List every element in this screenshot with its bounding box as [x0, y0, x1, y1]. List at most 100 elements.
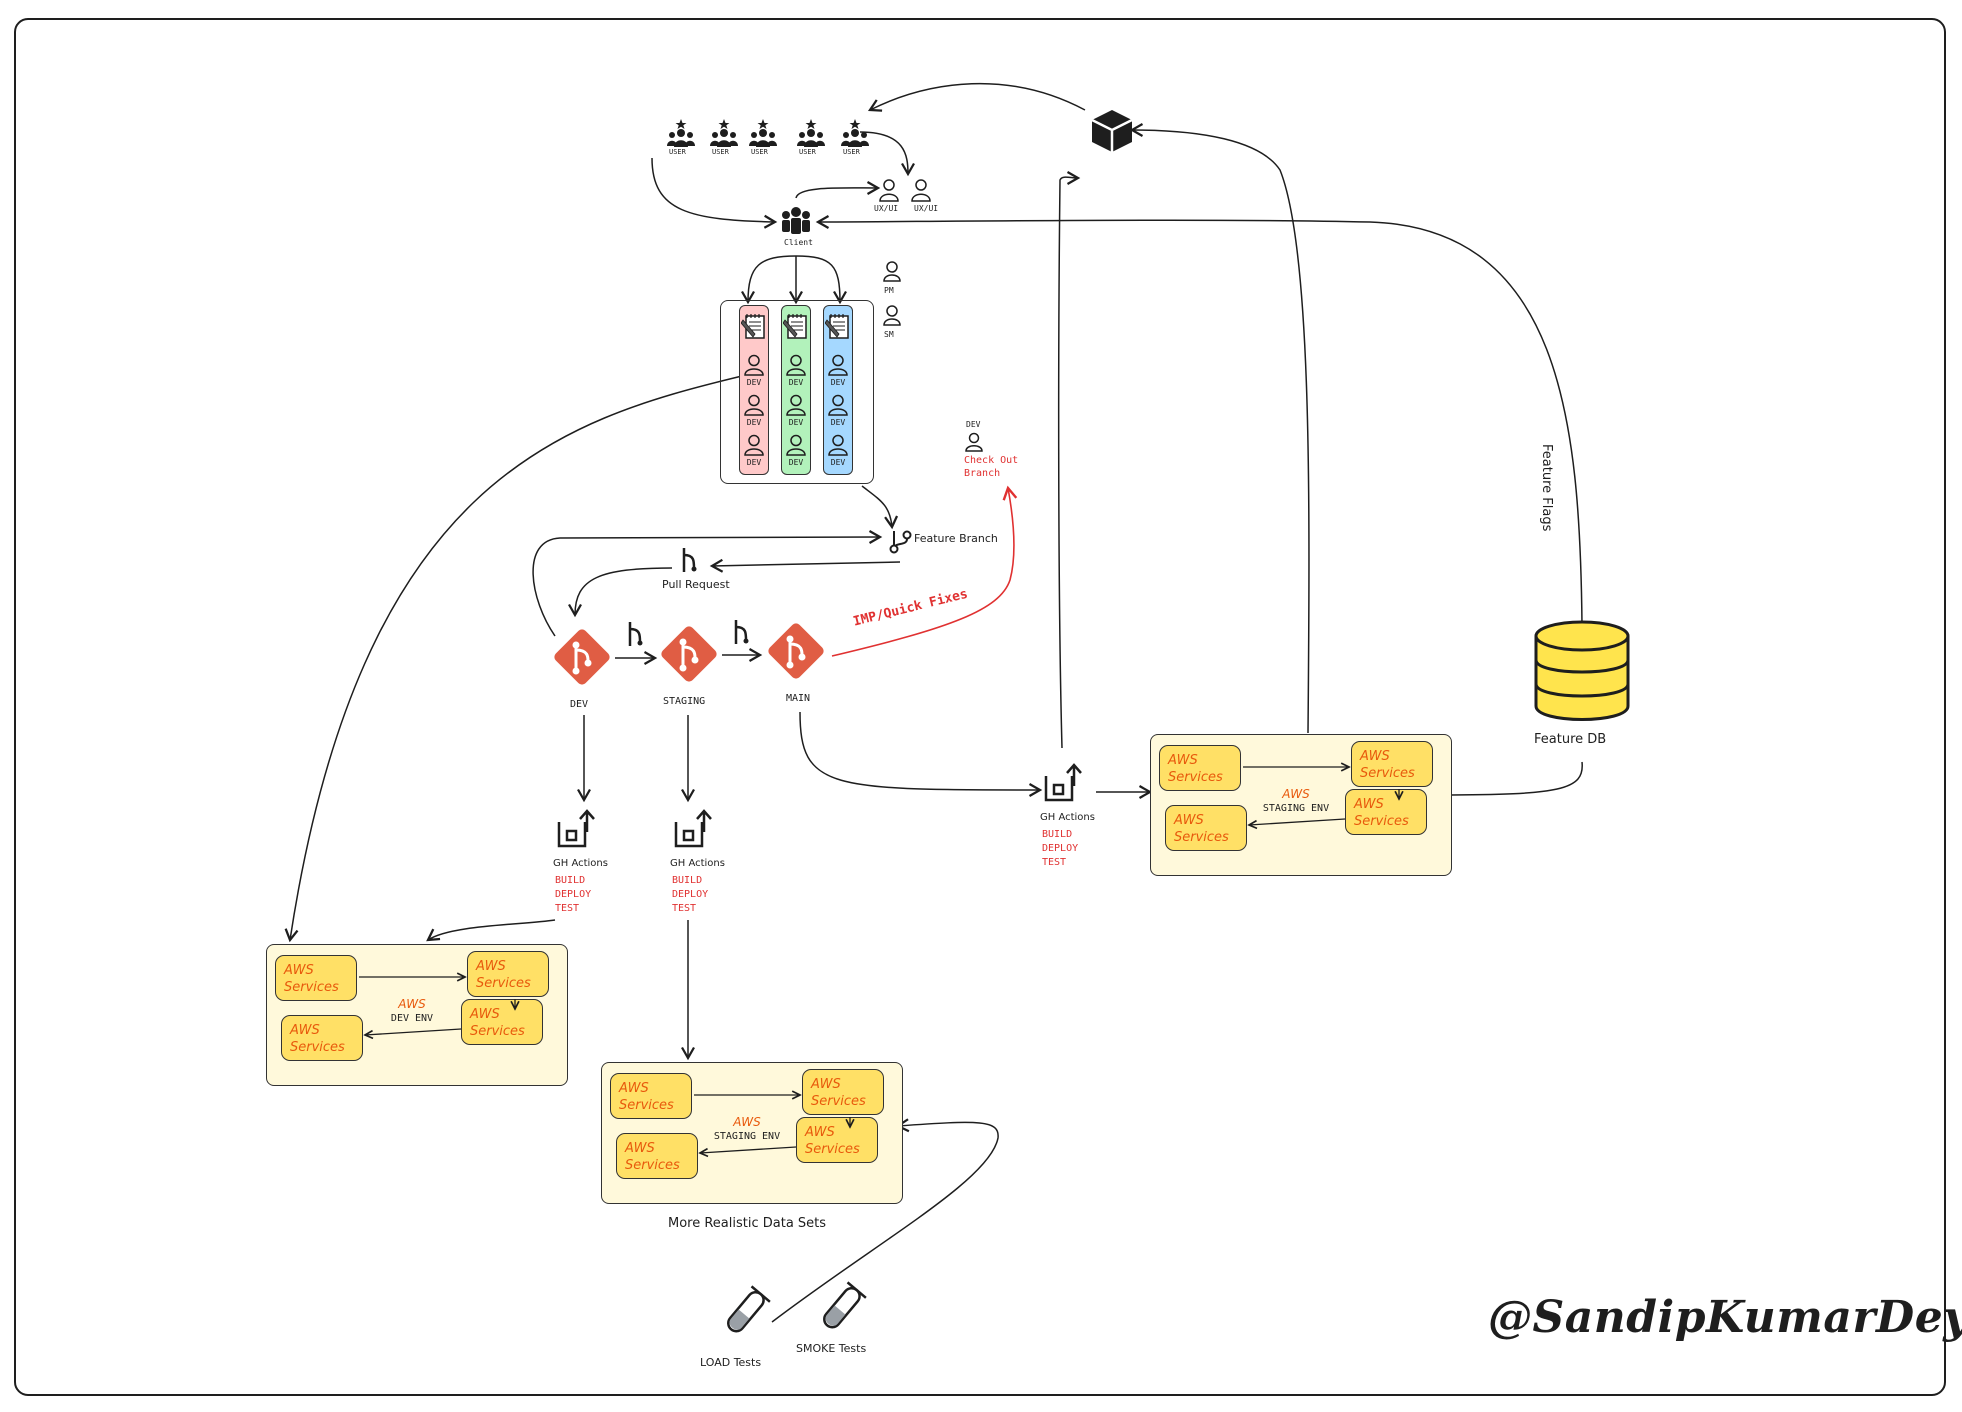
staging-branch: STAGING	[655, 620, 723, 707]
sm-label: SM	[884, 330, 894, 339]
env-arrows	[694, 1063, 902, 1203]
ux-designer-2: UX/UI	[910, 178, 938, 213]
aws-service-line2: Services	[1174, 830, 1229, 845]
test-tube-icon	[823, 1281, 867, 1329]
user-group-icon	[749, 119, 777, 147]
aws-service-line2: Services	[1168, 770, 1223, 785]
notepad-icon	[741, 314, 765, 339]
developer-icon	[828, 434, 848, 456]
client-node: Client	[780, 206, 813, 247]
feature-flags-label: Feature Flags	[1539, 444, 1554, 532]
developer-icon	[786, 394, 806, 416]
user-node: USER	[709, 118, 739, 156]
cube-icon	[1091, 110, 1133, 152]
feature-db-label: Feature DB	[1534, 732, 1607, 747]
pull-request-icon	[734, 620, 749, 644]
dev-tag: DEV	[746, 458, 762, 467]
aws-service-box: AWS Services	[796, 1117, 878, 1163]
diagram-frame	[14, 18, 1946, 1396]
user-group-icon	[797, 119, 825, 147]
aws-service-line1: AWS	[1174, 813, 1204, 828]
aws-service-box: AWS Services	[281, 1015, 363, 1061]
developer-icon	[744, 434, 764, 456]
dev-tag: DEV	[788, 378, 804, 387]
aws-service-line2: Services	[625, 1158, 680, 1173]
git-logo-icon	[661, 626, 717, 682]
aws-service-line1: AWS	[625, 1141, 655, 1156]
sm-node: SM	[882, 304, 902, 339]
realistic-data-label: More Realistic Data Sets	[668, 1216, 827, 1231]
gh-actions-label: GH Actions	[1040, 812, 1095, 823]
aws-service-line1: AWS	[476, 959, 506, 974]
developer-icon	[828, 354, 848, 376]
dev-role-label: DEV	[966, 420, 981, 429]
main-branch-label: MAIN	[786, 693, 811, 704]
user-group-icon	[710, 119, 738, 147]
pull-request-icon	[628, 622, 643, 646]
env-name-label: STAGING ENV	[713, 1131, 781, 1142]
load-tests-label: LOAD Tests	[700, 1356, 762, 1369]
user-label: USER	[669, 148, 686, 156]
aws-service-line1: AWS	[805, 1125, 835, 1140]
person-outline-icon	[879, 179, 899, 202]
aws-service-box: AWS Services	[802, 1069, 884, 1115]
aws-service-box: AWS Services	[1351, 741, 1433, 787]
person-outline-icon	[883, 305, 901, 326]
main-branch: MAIN	[762, 617, 830, 704]
env-aws-label: AWS	[398, 997, 426, 1011]
dev-branch: DEV	[548, 623, 616, 710]
aws-service-box: AWS Services	[1165, 805, 1247, 851]
feature-branch-label: Feature Branch	[914, 532, 998, 545]
gh-steps-label: BUILD DEPLOY TEST	[555, 875, 592, 914]
aws-service-line2: Services	[290, 1040, 345, 1055]
aws-service-line1: AWS	[811, 1077, 841, 1092]
developer-icon	[786, 434, 806, 456]
staging-branch-label: STAGING	[663, 696, 706, 707]
env-aws-label: AWS	[733, 1115, 761, 1129]
env-arrows	[1243, 735, 1451, 875]
user-node: USER	[796, 118, 826, 156]
aws-service-line2: Services	[805, 1142, 860, 1157]
notepad-icon	[783, 314, 807, 339]
deploy-icon	[1044, 763, 1082, 802]
env-name-label: STAGING ENV	[1262, 803, 1330, 814]
user-node: USER	[840, 118, 870, 156]
aws-service-line2: Services	[619, 1098, 674, 1113]
pm-label: PM	[884, 286, 894, 295]
dev-tag: DEV	[830, 458, 846, 467]
aws-service-line1: AWS	[290, 1023, 320, 1038]
smoke-tests-label: SMOKE Tests	[796, 1342, 867, 1355]
person-outline-icon	[883, 261, 901, 282]
dev-tag: DEV	[746, 418, 762, 427]
aws-service-line1: AWS	[470, 1007, 500, 1022]
aws-service-line2: Services	[811, 1094, 866, 1109]
git-logo-icon	[768, 623, 824, 679]
aws-service-line1: AWS	[619, 1081, 649, 1096]
developer-icon	[828, 394, 848, 416]
env-aws-label: AWS	[1282, 787, 1310, 801]
aws-service-line1: AWS	[1360, 749, 1390, 764]
ux-label: UX/UI	[914, 204, 939, 213]
aws-service-line1: AWS	[284, 963, 314, 978]
aws-service-line2: Services	[1360, 766, 1415, 781]
git-branch-icon	[889, 530, 912, 554]
ux-label: UX/UI	[874, 204, 899, 213]
quick-fix-arrow	[831, 485, 1018, 657]
feature-branch-node: Feature Branch	[888, 528, 998, 558]
ux-designer-1: UX/UI	[874, 178, 900, 213]
pm-node: PM	[882, 260, 902, 295]
dev-tag: DEV	[746, 378, 762, 387]
aws-service-line1: AWS	[1354, 797, 1384, 812]
dev-tag: DEV	[830, 418, 846, 427]
gh-steps-label: BUILD DEPLOY TEST	[1042, 829, 1079, 868]
